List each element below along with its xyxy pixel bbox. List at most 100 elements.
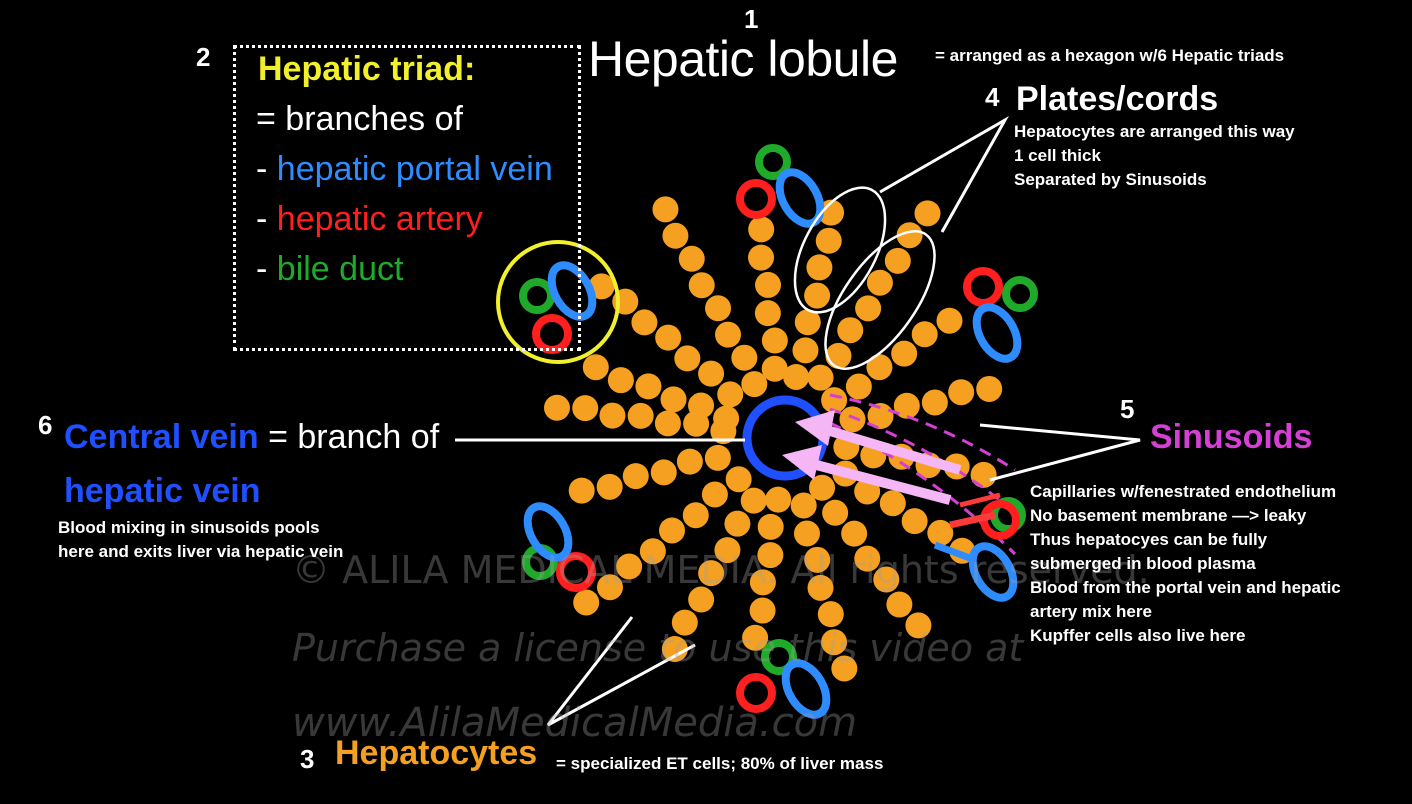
dash: - bbox=[256, 150, 268, 188]
triad-rings bbox=[519, 144, 1038, 719]
hepatocyte-cell bbox=[976, 375, 1003, 402]
hepatocyte-cell bbox=[901, 508, 928, 535]
portal-vein-ring bbox=[547, 261, 597, 321]
hepatocyte-cell bbox=[794, 309, 821, 336]
sinusoids-heading: Sinusoids bbox=[1150, 418, 1313, 456]
sinusoids-note-line: Kupffer cells also live here bbox=[1030, 626, 1246, 645]
hepatocyte-cell bbox=[790, 492, 817, 519]
hepatocyte-cell bbox=[754, 300, 781, 327]
hepatocyte-cell bbox=[698, 560, 725, 587]
sinusoids-notes: Capillaries w/fenestrated endothelium No… bbox=[1030, 480, 1341, 648]
label-number-4: 4 bbox=[985, 82, 1000, 112]
hepatocyte-cell bbox=[821, 387, 848, 414]
plate-highlight-ellipse bbox=[793, 186, 887, 314]
hepatocyte-cell bbox=[879, 490, 906, 517]
hepatocyte-cell bbox=[674, 345, 701, 372]
hepatocyte-cell bbox=[817, 601, 844, 628]
hepatocyte-cell bbox=[970, 461, 997, 488]
hepatocyte-cell bbox=[631, 309, 658, 336]
central-vein-label: Central vein bbox=[64, 418, 259, 456]
hepatocyte-cell bbox=[807, 364, 834, 391]
artery-ring bbox=[736, 673, 776, 713]
bile-duct-ring bbox=[761, 639, 797, 675]
hepatocyte-cell bbox=[742, 624, 769, 651]
hepatocyte-cell bbox=[757, 513, 784, 540]
triad-item-bile-duct: - bile duct bbox=[256, 250, 403, 289]
hepatocyte-cell bbox=[792, 337, 819, 364]
bile-duct-ring bbox=[1002, 276, 1038, 312]
hepatocyte-cell bbox=[741, 371, 768, 398]
hepatocyte-cell bbox=[717, 381, 744, 408]
hepatocyte-cell bbox=[921, 389, 948, 416]
sinusoids-note-line: Blood from the portal vein and hepatic bbox=[1030, 578, 1341, 597]
hepatocyte-cell bbox=[884, 247, 911, 274]
artery-ring bbox=[963, 267, 1003, 307]
hepatocyte-cell bbox=[927, 519, 954, 546]
triad-heading: Hepatic triad: bbox=[258, 50, 476, 88]
hepatocyte-cell bbox=[682, 502, 709, 529]
hepatocyte-cell bbox=[661, 635, 688, 662]
hepatocyte-cell bbox=[705, 295, 732, 322]
hepatocyte-cell bbox=[914, 200, 941, 227]
hepatocyte-cell bbox=[804, 282, 831, 309]
plate-highlight-ellipse bbox=[824, 230, 936, 370]
hepatocyte-cell bbox=[582, 354, 609, 381]
hepatocyte-cell bbox=[698, 360, 725, 387]
triad-item-portal-vein: - hepatic portal vein bbox=[256, 150, 553, 189]
bile-duct-label: bile duct bbox=[276, 250, 404, 288]
hepatocyte-cell bbox=[671, 609, 698, 636]
hepatocyte-cell bbox=[905, 612, 932, 639]
hepatocyte-cell bbox=[825, 342, 852, 369]
hepatocyte-cell bbox=[839, 406, 866, 433]
artery-ring bbox=[556, 552, 596, 592]
hepatocyte-cell bbox=[740, 487, 767, 514]
hepatocyte-cell bbox=[807, 574, 834, 601]
bile-duct-ring bbox=[755, 144, 791, 180]
hepatocyte-cell bbox=[804, 546, 831, 573]
hepatocyte-cell bbox=[911, 321, 938, 348]
central-vein-note-line: here and exits liver via hepatic vein bbox=[58, 542, 344, 561]
label-number-5: 5 bbox=[1120, 394, 1135, 424]
hepatocyte-cell bbox=[678, 245, 705, 272]
hepatocyte-cell bbox=[715, 321, 742, 348]
hepatocyte-cell bbox=[596, 574, 623, 601]
hepatocyte-cell bbox=[815, 227, 842, 254]
hepatocyte-cell bbox=[622, 463, 649, 490]
sinusoids-note-line: Capillaries w/fenestrated endothelium bbox=[1030, 482, 1337, 501]
plates-notes: Hepatocytes are arranged this way 1 cell… bbox=[1014, 120, 1295, 192]
watermark-line-1: © ALILA MEDICAL MEDIA. All rights reserv… bbox=[292, 548, 1150, 592]
hepatocyte-cell bbox=[660, 386, 687, 413]
hepatocyte-cell bbox=[845, 373, 872, 400]
hepatocyte-cell bbox=[572, 395, 599, 422]
artery-label: hepatic artery bbox=[276, 200, 483, 238]
hepatocyte-cell bbox=[886, 591, 913, 618]
portal-vein-label: hepatic portal vein bbox=[276, 150, 553, 188]
hepatocyte-cell bbox=[724, 510, 751, 537]
hepatocyte-cell bbox=[761, 327, 788, 354]
bile-duct-ring bbox=[519, 278, 555, 314]
hepatocyte-cell bbox=[573, 589, 600, 616]
central-vein-notes: Blood mixing in sinusoids pools here and… bbox=[58, 516, 343, 564]
hepatocyte-cell bbox=[688, 586, 715, 613]
hepatocyte-cell bbox=[652, 196, 679, 223]
hepatocyte-cell bbox=[725, 466, 752, 493]
hepatocyte-cell bbox=[655, 324, 682, 351]
portal-vein-ring bbox=[781, 659, 831, 719]
hepatocyte-cell bbox=[662, 222, 689, 249]
hepatocyte-cell bbox=[765, 486, 792, 513]
hepatocyte-cell bbox=[568, 477, 595, 504]
hepatocyte-cell bbox=[635, 373, 662, 400]
hepatocyte-cell bbox=[616, 553, 643, 580]
hepatocyte-cell bbox=[688, 272, 715, 299]
hepatocyte-cell bbox=[936, 307, 963, 334]
hepatocyte-cell bbox=[599, 402, 626, 429]
label-number-1: 1 bbox=[744, 4, 759, 34]
hepatocyte-cell bbox=[821, 629, 848, 656]
hepatocyte-cell bbox=[873, 566, 900, 593]
hepatocyte-cell bbox=[866, 354, 893, 381]
plates-note-line: Separated by Sinusoids bbox=[1014, 170, 1207, 189]
hepatocyte-cell bbox=[831, 655, 858, 682]
hepatocyte-cell bbox=[896, 222, 923, 249]
hepatocyte-cell bbox=[704, 444, 731, 471]
hepatocyte-cell bbox=[650, 459, 677, 486]
